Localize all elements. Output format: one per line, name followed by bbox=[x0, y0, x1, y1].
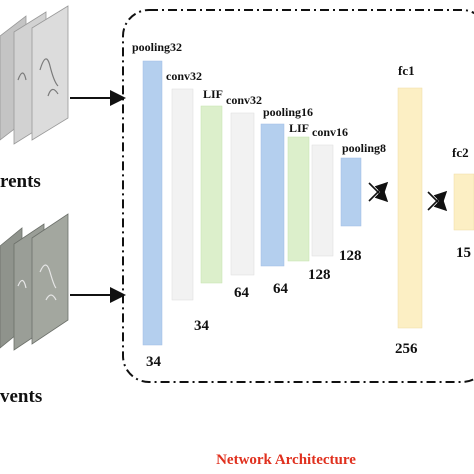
size-fc2: 15 bbox=[456, 245, 471, 261]
size-conv16: 128 bbox=[308, 267, 331, 283]
label-lif-2: LIF bbox=[289, 121, 309, 135]
layer-lif1-block bbox=[200, 105, 223, 284]
layer-pooling8-block bbox=[340, 157, 362, 227]
size-pooling16: 64 bbox=[273, 281, 289, 297]
label-fc1: fc1 bbox=[398, 63, 415, 78]
size-pooling8: 128 bbox=[339, 248, 362, 264]
label-conv32-b: conv32 bbox=[226, 93, 262, 107]
size-pooling32: 34 bbox=[146, 354, 162, 370]
label-conv32: conv32 bbox=[166, 69, 202, 83]
label-fc2: fc2 bbox=[452, 145, 469, 160]
input-events-top bbox=[0, 5, 69, 145]
label-conv16: conv16 bbox=[312, 125, 348, 139]
network-boundary bbox=[122, 9, 474, 383]
layer-conv16-block bbox=[311, 144, 334, 257]
layer-fc1-block bbox=[397, 87, 423, 329]
layer-pooling16-block bbox=[260, 123, 285, 267]
label-pooling32: pooling32 bbox=[132, 40, 182, 54]
input-events-bottom bbox=[0, 213, 69, 351]
label-pooling16: pooling16 bbox=[263, 105, 313, 119]
full-connection-arrows-1 bbox=[368, 181, 389, 203]
input-label-top: rents bbox=[0, 171, 41, 192]
layer-pooling32-block bbox=[142, 60, 163, 346]
label-lif-1: LIF bbox=[203, 87, 223, 101]
layer-conv32b-block bbox=[230, 112, 255, 276]
full-connection-arrows-2 bbox=[427, 190, 448, 212]
size-conv32: 34 bbox=[194, 318, 210, 334]
layer-conv32-block bbox=[171, 88, 194, 301]
figure-caption: Network Architecture bbox=[216, 452, 356, 468]
size-fc1: 256 bbox=[395, 341, 418, 357]
layer-lif2-block bbox=[287, 136, 310, 262]
layer-fc2-block bbox=[453, 173, 474, 231]
label-pooling8: pooling8 bbox=[342, 141, 386, 155]
size-conv32-b: 64 bbox=[234, 285, 250, 301]
input-label-bottom: vents bbox=[0, 386, 42, 407]
